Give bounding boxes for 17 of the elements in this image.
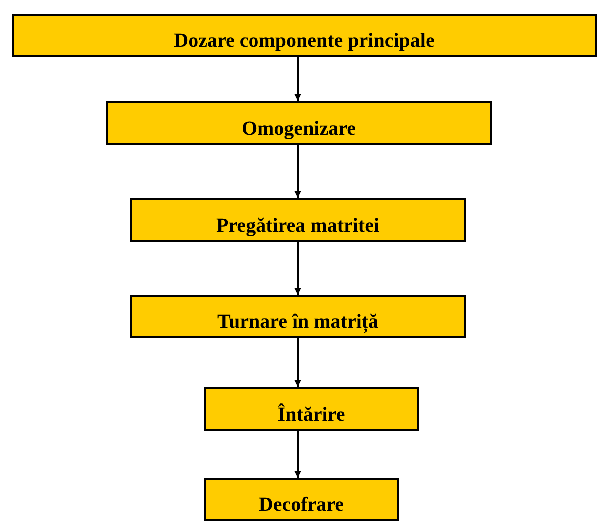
process-box [130,295,466,338]
step-label: Omogenizare [242,118,356,141]
process-box [204,478,399,521]
arrow [294,242,302,295]
arrow [294,145,302,198]
process-box [130,198,466,242]
step-label: Turnare în matriță [217,311,379,334]
process-box [106,101,492,145]
process-box [204,387,419,431]
step-label: Dozare componente principale [174,30,435,53]
arrow [294,57,302,101]
step-label: Pregătirea matritei [216,215,380,238]
arrow [294,431,302,478]
process-box [12,14,597,57]
step-label: Decofrare [258,494,344,517]
step-label: Întărire [278,404,346,427]
arrow [294,338,302,387]
